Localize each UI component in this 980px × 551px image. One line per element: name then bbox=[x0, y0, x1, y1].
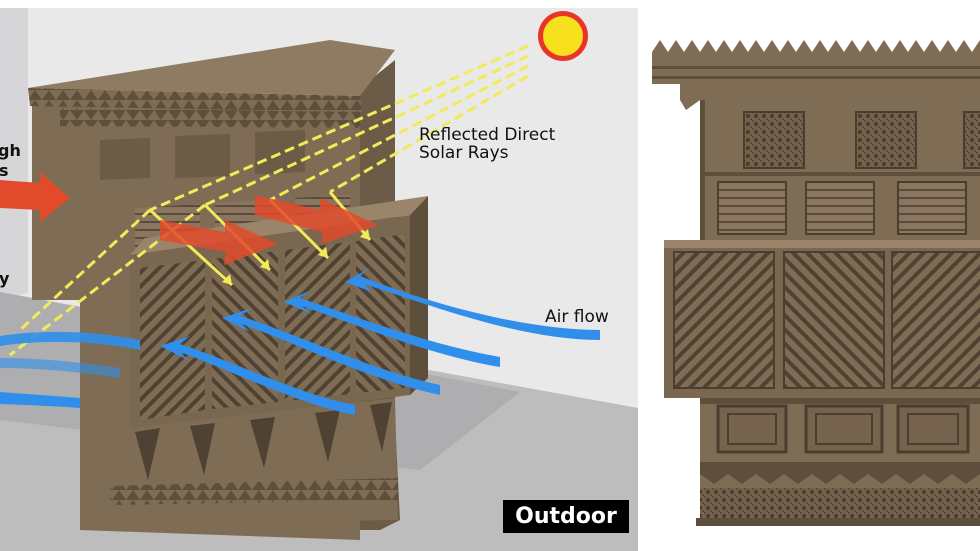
air-flow-arrow-icon bbox=[0, 268, 600, 415]
elevation-louver-2 bbox=[805, 181, 875, 235]
lattice-panel-1 bbox=[140, 260, 205, 420]
building-roof bbox=[28, 40, 395, 96]
lattice-panel-4 bbox=[356, 234, 405, 393]
right-panel bbox=[644, 0, 980, 551]
outdoor-badge: Outdoor bbox=[503, 500, 629, 533]
elevation-base-ornament bbox=[700, 488, 980, 518]
cropped-label-1: gh bbox=[0, 141, 21, 160]
lower-band bbox=[110, 478, 398, 505]
upper-window-3 bbox=[255, 130, 305, 174]
heat-arrow-icon bbox=[0, 172, 378, 265]
corbel-5 bbox=[370, 402, 392, 452]
upper-window-2 bbox=[175, 134, 230, 178]
corbel-4 bbox=[315, 410, 340, 462]
elevation-lower-sawtooth bbox=[700, 462, 980, 484]
corbel-3 bbox=[250, 417, 275, 468]
left-side-wall bbox=[0, 8, 28, 300]
sun-icon bbox=[538, 11, 588, 61]
lattice-window-3 bbox=[963, 111, 980, 169]
lattice-window-2 bbox=[855, 111, 917, 169]
elevation-louver-1 bbox=[717, 181, 787, 235]
cornice-band bbox=[60, 108, 360, 128]
left-panel bbox=[0, 8, 638, 551]
reflected-rays-label-line2: Solar Rays bbox=[419, 142, 509, 163]
elevation-lattice-3 bbox=[891, 251, 980, 389]
air-flow-label: Air flow bbox=[545, 307, 609, 327]
reflected-rays-label-line1: Reflected Direct bbox=[419, 125, 556, 145]
lattice-window-1 bbox=[743, 111, 805, 169]
elevation-lattice-1 bbox=[673, 251, 775, 389]
elevation-crest bbox=[652, 40, 980, 60]
cropped-label-2: s bbox=[0, 161, 9, 180]
solar-rays bbox=[9, 44, 529, 357]
elevation-louver-3 bbox=[897, 181, 967, 235]
upper-window-1 bbox=[100, 138, 150, 180]
elevation-lattice-2 bbox=[783, 251, 885, 389]
cornice bbox=[28, 88, 362, 112]
elevation-cornice bbox=[652, 56, 980, 84]
cropped-label-3: y bbox=[0, 269, 10, 288]
reflected-ray-heads bbox=[222, 229, 370, 285]
reflected-rays-label: Reflected Direct Solar Rays bbox=[419, 125, 556, 163]
panel-divider bbox=[638, 0, 644, 551]
lattice-panel-3 bbox=[285, 242, 350, 401]
corbel-2 bbox=[190, 423, 215, 475]
corbel-1 bbox=[135, 428, 160, 480]
elevation-panel-2 bbox=[804, 404, 884, 454]
